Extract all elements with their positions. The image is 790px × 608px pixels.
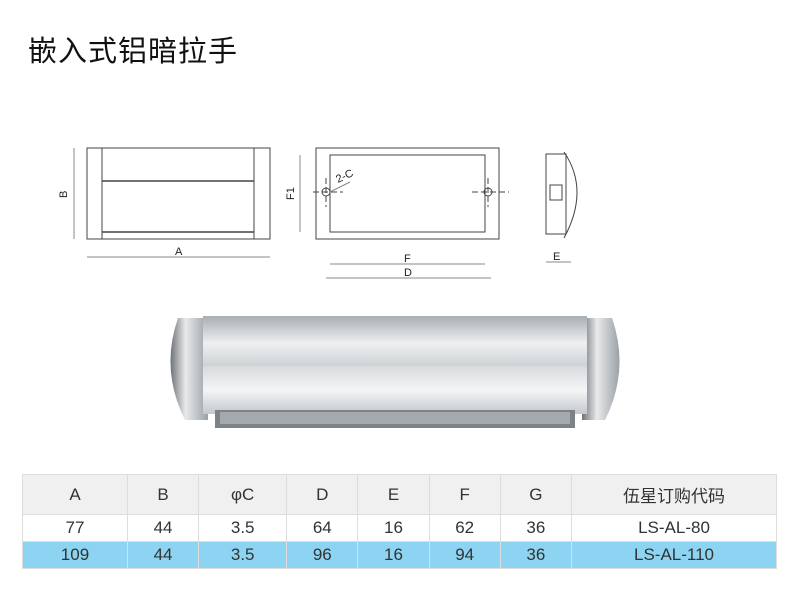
cell: 36	[499, 514, 573, 542]
cell: 109	[22, 541, 128, 569]
table-row: 109 44 3.5 96 16 94 36 LS-AL-110	[22, 541, 777, 569]
cell: LS-AL-110	[571, 541, 777, 569]
page-title: 嵌入式铝暗拉手	[28, 34, 239, 68]
side-view	[545, 151, 578, 263]
label-b: B	[58, 191, 70, 198]
mount-view	[299, 147, 509, 279]
header-cell: F	[428, 474, 501, 515]
header-cell: φC	[198, 474, 288, 515]
table-header-row: A B φC D E F G 伍星订购代码	[22, 474, 777, 515]
label-2c: 2-C	[334, 167, 355, 185]
cell: 16	[357, 514, 430, 542]
cell: 96	[286, 541, 359, 569]
header-cell: G	[499, 474, 573, 515]
label-a: A	[175, 246, 183, 258]
header-cell: 伍星订购代码	[571, 474, 777, 515]
header-cell: B	[126, 474, 200, 515]
label-d: D	[404, 267, 412, 279]
cell: 77	[22, 514, 128, 542]
cell: 16	[357, 541, 430, 569]
cell: LS-AL-80	[571, 514, 777, 542]
label-f: F	[404, 253, 411, 265]
cell: 44	[126, 541, 200, 569]
spec-table: A B φC D E F G 伍星订购代码 77 44 3.5 64 16 62…	[22, 474, 777, 569]
cell: 36	[499, 541, 573, 569]
cell: 94	[428, 541, 501, 569]
header-cell: D	[286, 474, 359, 515]
product-image	[170, 316, 620, 428]
cell: 3.5	[198, 514, 288, 542]
cell: 64	[286, 514, 359, 542]
header-cell: A	[22, 474, 128, 515]
technical-drawing: B A F1 2-C F D E	[58, 147, 620, 428]
label-e: E	[553, 251, 560, 263]
cell: 44	[126, 514, 200, 542]
cell: 3.5	[198, 541, 288, 569]
header-cell: E	[357, 474, 430, 515]
label-f1: F1	[285, 187, 297, 200]
front-view	[73, 147, 271, 258]
table-row: 77 44 3.5 64 16 62 36 LS-AL-80	[22, 514, 777, 542]
cell: 62	[428, 514, 501, 542]
